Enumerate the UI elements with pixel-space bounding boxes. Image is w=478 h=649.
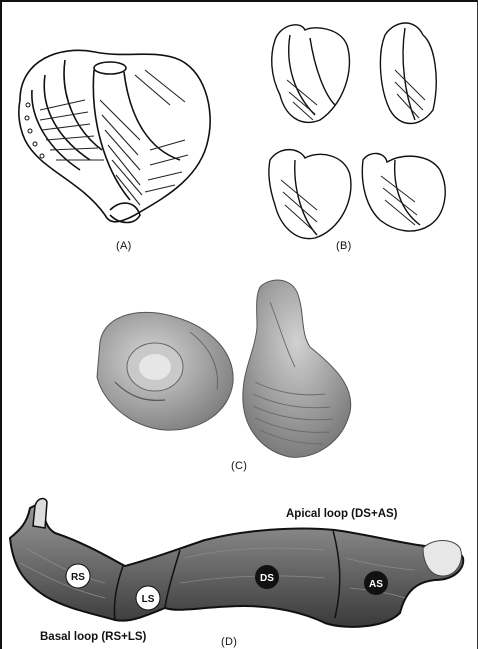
panel-a-label: (A) — [116, 240, 132, 252]
specimen-right — [243, 280, 351, 457]
panel-d-label: (D) — [221, 636, 237, 648]
rs-label: RS — [71, 572, 85, 583]
panel-d-unrolled-band: RS LS DS AS — [5, 488, 473, 638]
as-label: AS — [369, 579, 383, 590]
ls-label: LS — [142, 594, 155, 605]
basal-loop-label: Basal loop (RS+LS) — [40, 631, 146, 643]
panel-b-unfolding-sketches — [255, 10, 470, 245]
panel-a-heart-drawing — [10, 30, 220, 230]
panel-c-label: (C) — [231, 460, 247, 472]
ds-label: DS — [260, 573, 274, 584]
panel-c-specimen-photos — [85, 272, 375, 462]
specimen-left — [97, 312, 233, 430]
panel-b-label: (B) — [336, 240, 352, 252]
